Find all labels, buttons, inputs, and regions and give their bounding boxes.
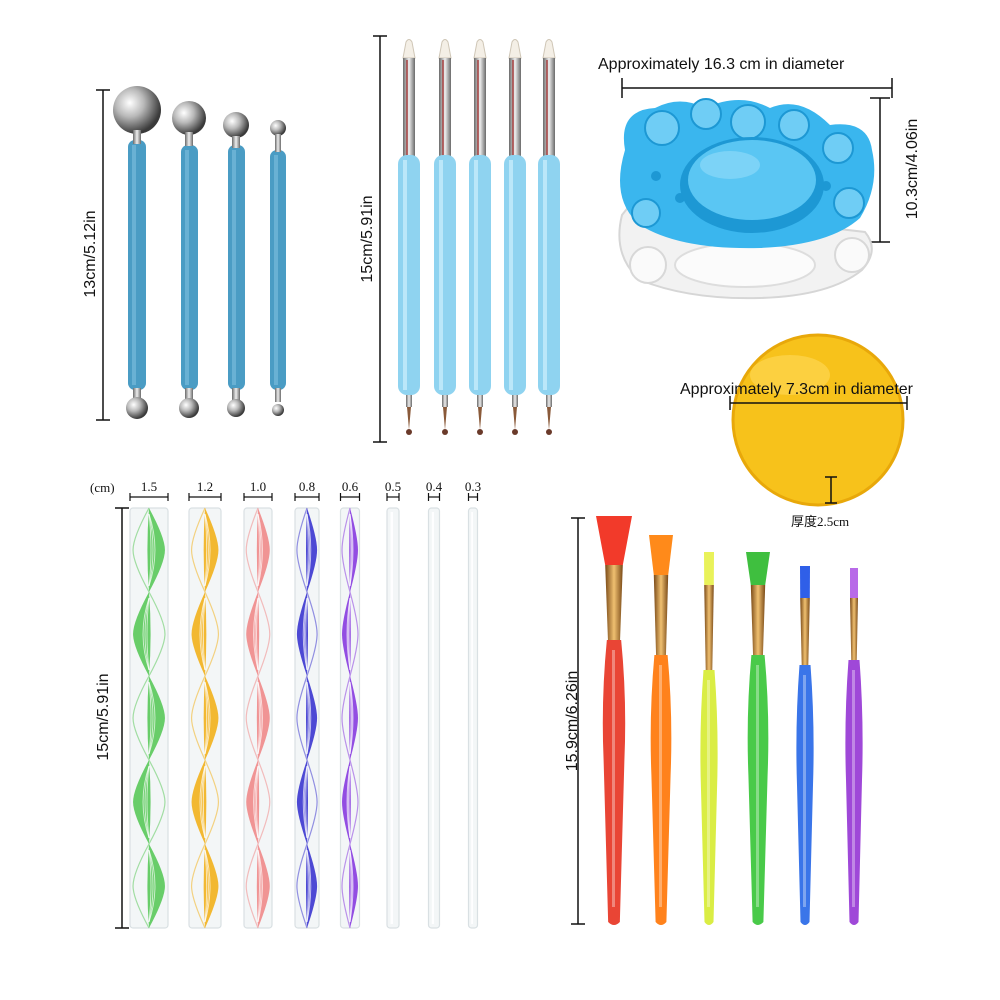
silicone-dotting-tool [434, 39, 456, 435]
paint-palette [618, 78, 893, 300]
paint-brush [596, 516, 632, 925]
paint-brush-set [571, 516, 863, 925]
mandala-rod-set [115, 493, 479, 929]
brushes-height-label: 15.9cm/6.26in [564, 670, 581, 772]
mandala-rod [129, 507, 169, 929]
mandala-rod [467, 507, 479, 929]
ball-tool-set [96, 86, 286, 421]
ball-tool [113, 86, 161, 419]
ball-tool [223, 112, 249, 417]
rod-size-label: 0.6 [341, 479, 359, 494]
palette-height-label: 10.3cm/4.06in [904, 118, 921, 220]
paint-brush [746, 552, 770, 925]
rod-size-tick [467, 493, 479, 501]
palette-width-label: Approximately 16.3 cm in diameter [598, 56, 845, 73]
mandala-rod [294, 507, 320, 929]
rod-size-tick [243, 493, 273, 501]
rods-height-label: 15cm/5.91in [95, 673, 112, 761]
rod-size-label: 1.0 [249, 479, 267, 494]
rod-size-tick [386, 493, 400, 501]
silicone-dotting-tool [504, 39, 526, 435]
paint-brush [700, 552, 718, 925]
mandala-rod [188, 507, 222, 929]
rod-size-tick [294, 493, 320, 501]
rod-size-tick [188, 493, 222, 501]
mandala-rod [386, 507, 400, 929]
round-sponge [729, 333, 908, 507]
sponge-diameter-label: Approximately 7.3cm in diameter [680, 381, 913, 398]
blue-palette [620, 98, 875, 249]
mandala-rod [427, 507, 441, 929]
rod-size-label: 1.5 [140, 479, 158, 494]
rod-size-label: 0.5 [384, 479, 402, 494]
rod-size-tick [427, 493, 441, 501]
silicone-tool-set [373, 35, 560, 443]
silicone-tools-height-label: 15cm/5.91in [359, 195, 376, 283]
paint-brush [796, 566, 814, 925]
ball-tool [270, 120, 286, 416]
silicone-dotting-tool [398, 39, 420, 435]
rods-unit-label: (cm) [90, 480, 115, 495]
ball-tools-height-label: 13cm/5.12in [82, 210, 99, 298]
silicone-dotting-tool [538, 39, 560, 435]
silicone-dotting-tool [469, 39, 491, 435]
paint-brush [845, 568, 863, 925]
paint-brush [649, 535, 673, 925]
mandala-rod [243, 507, 273, 929]
rod-size-label: 0.8 [298, 479, 316, 494]
sponge-thickness-label: 厚度2.5cm [791, 514, 850, 529]
rod-size-label: 1.2 [196, 479, 214, 494]
rod-size-tick [129, 493, 169, 501]
rod-size-tick [339, 493, 361, 501]
mandala-rod [339, 507, 361, 929]
rod-size-label: 0.3 [464, 479, 482, 494]
rod-size-label: 0.4 [425, 479, 443, 494]
ball-tool [172, 101, 206, 418]
